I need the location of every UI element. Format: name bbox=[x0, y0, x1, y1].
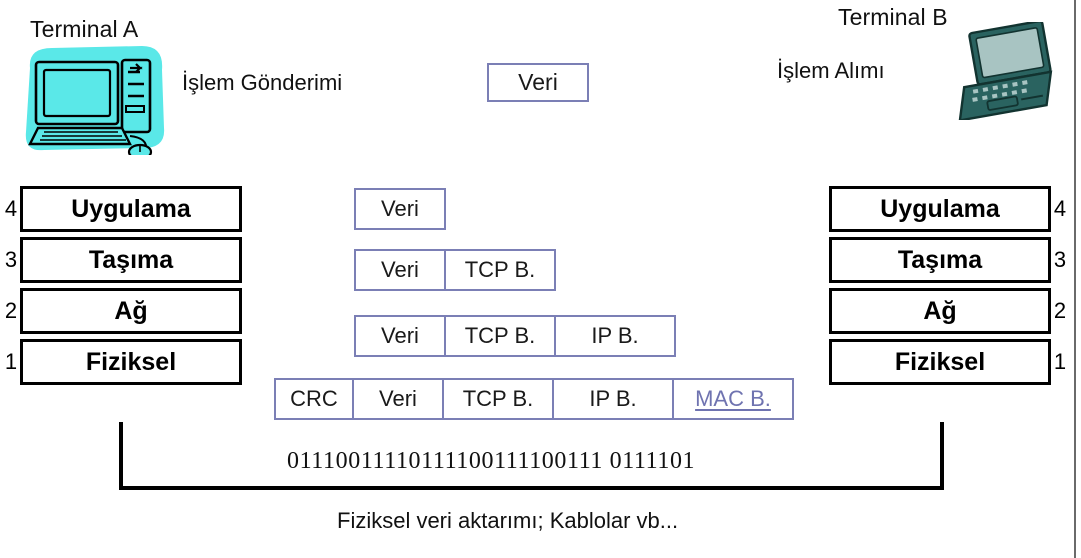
pdu-cell-tcp-header[interactable]: TCP B. bbox=[444, 315, 556, 357]
left-layer-number-3: 3 bbox=[4, 247, 18, 272]
pdu-row-network: Veri TCP B. IP B. bbox=[354, 315, 676, 357]
laptop-computer-icon bbox=[948, 22, 1060, 120]
top-data-box: Veri bbox=[487, 63, 589, 102]
right-layer-uygulama[interactable]: Uygulama bbox=[829, 186, 1051, 232]
left-protocol-stack: 4 Uygulama 3 Taşıma 2 Ağ 1 Fiziksel bbox=[2, 186, 242, 385]
physical-link-left-segment bbox=[119, 422, 123, 490]
pdu-row-physical: CRC Veri TCP B. IP B. MAC B. bbox=[274, 378, 794, 420]
pdu-cell-crc[interactable]: CRC bbox=[274, 378, 354, 420]
left-layer-uygulama[interactable]: Uygulama bbox=[20, 186, 242, 232]
right-layer-number-3: 3 bbox=[1053, 247, 1067, 272]
right-layer-tasima[interactable]: Taşıma bbox=[829, 237, 1051, 283]
physical-link-horizontal-segment bbox=[119, 486, 944, 490]
bitstream-text: 01110011110111100111100111 0111101 bbox=[287, 448, 696, 474]
terminal-a-title: Terminal A bbox=[30, 16, 139, 42]
terminal-b-title: Terminal B bbox=[838, 4, 948, 30]
slide-right-edge-rule bbox=[1074, 0, 1076, 558]
left-layer-number-1: 1 bbox=[4, 349, 18, 374]
left-layer-fiziksel[interactable]: Fiziksel bbox=[20, 339, 242, 385]
physical-link-right-segment bbox=[940, 422, 944, 490]
right-layer-number-1: 1 bbox=[1053, 349, 1067, 374]
pdu-cell-ip-header[interactable]: IP B. bbox=[554, 315, 676, 357]
pdu-cell-veri[interactable]: Veri bbox=[354, 315, 446, 357]
right-layer-ag[interactable]: Ağ bbox=[829, 288, 1051, 334]
desktop-computer-icon bbox=[18, 40, 168, 155]
pdu-row-application: Veri bbox=[354, 188, 446, 230]
left-layer-number-2: 2 bbox=[4, 298, 18, 323]
pdu-cell-veri[interactable]: Veri bbox=[352, 378, 444, 420]
pdu-cell-veri[interactable]: Veri bbox=[354, 249, 446, 291]
right-protocol-stack: Uygulama 4 Taşıma 3 Ağ 2 Fiziksel 1 bbox=[829, 186, 1069, 385]
pdu-row-transport: Veri TCP B. bbox=[354, 249, 556, 291]
pdu-cell-mac-header[interactable]: MAC B. bbox=[672, 378, 794, 420]
right-layer-fiziksel[interactable]: Fiziksel bbox=[829, 339, 1051, 385]
pdu-cell-veri[interactable]: Veri bbox=[354, 188, 446, 230]
physical-transfer-caption: Fiziksel veri aktarımı; Kablolar vb... bbox=[337, 508, 679, 533]
pdu-cell-ip-header[interactable]: IP B. bbox=[552, 378, 674, 420]
left-layer-tasima[interactable]: Taşıma bbox=[20, 237, 242, 283]
pdu-cell-tcp-header[interactable]: TCP B. bbox=[442, 378, 554, 420]
right-layer-number-2: 2 bbox=[1053, 298, 1067, 323]
right-layer-number-4: 4 bbox=[1053, 196, 1067, 221]
left-layer-number-4: 4 bbox=[4, 196, 18, 221]
pdu-cell-tcp-header[interactable]: TCP B. bbox=[444, 249, 556, 291]
left-layer-ag[interactable]: Ağ bbox=[20, 288, 242, 334]
send-action-label: İşlem Gönderimi bbox=[182, 70, 343, 95]
receive-action-label: İşlem Alımı bbox=[777, 58, 885, 83]
